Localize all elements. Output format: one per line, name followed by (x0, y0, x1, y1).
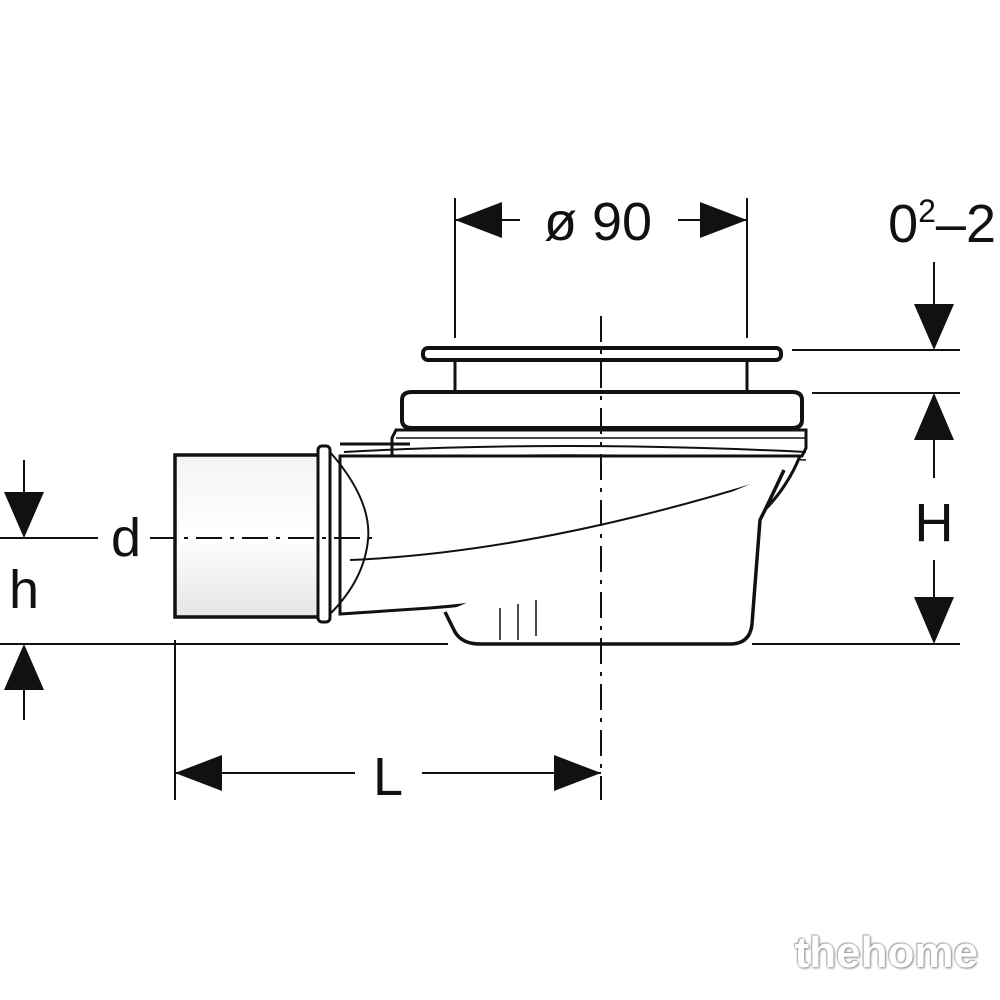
arrow-down-icon (914, 597, 954, 644)
dim-seal-range: 02–2 (888, 193, 996, 350)
arrow-left-icon (175, 755, 222, 791)
outlet-diameter-label: d (111, 508, 141, 568)
dim-outlet-diameter: d (111, 508, 141, 568)
extension-lines (0, 198, 960, 800)
dim-length: L (175, 747, 601, 807)
seal-range-label: 02–2 (888, 193, 996, 254)
dim-diameter: ø 90 (455, 192, 747, 252)
outlet-height-label: h (9, 560, 39, 620)
flange-lip (390, 428, 808, 458)
outlet-pipe (173, 453, 325, 619)
center-lines (150, 316, 602, 800)
sump-pot (443, 469, 786, 646)
arrow-left-icon (455, 202, 502, 238)
arrow-down-icon (914, 304, 954, 350)
watermark-logo: thehome (794, 928, 978, 977)
diameter-label: ø 90 (544, 192, 652, 252)
dim-outlet-height: h (4, 460, 44, 720)
arrow-up-icon (4, 644, 44, 690)
arrow-right-icon (554, 755, 601, 791)
grate-neck (453, 360, 749, 392)
outlet-collar (316, 444, 332, 624)
arrow-right-icon (700, 202, 747, 238)
length-label: L (373, 747, 403, 807)
arrow-down-icon (4, 492, 44, 538)
dim-height: H (914, 393, 954, 644)
height-label: H (915, 493, 954, 553)
trap-body (173, 346, 808, 646)
arrow-up-icon (914, 393, 954, 440)
